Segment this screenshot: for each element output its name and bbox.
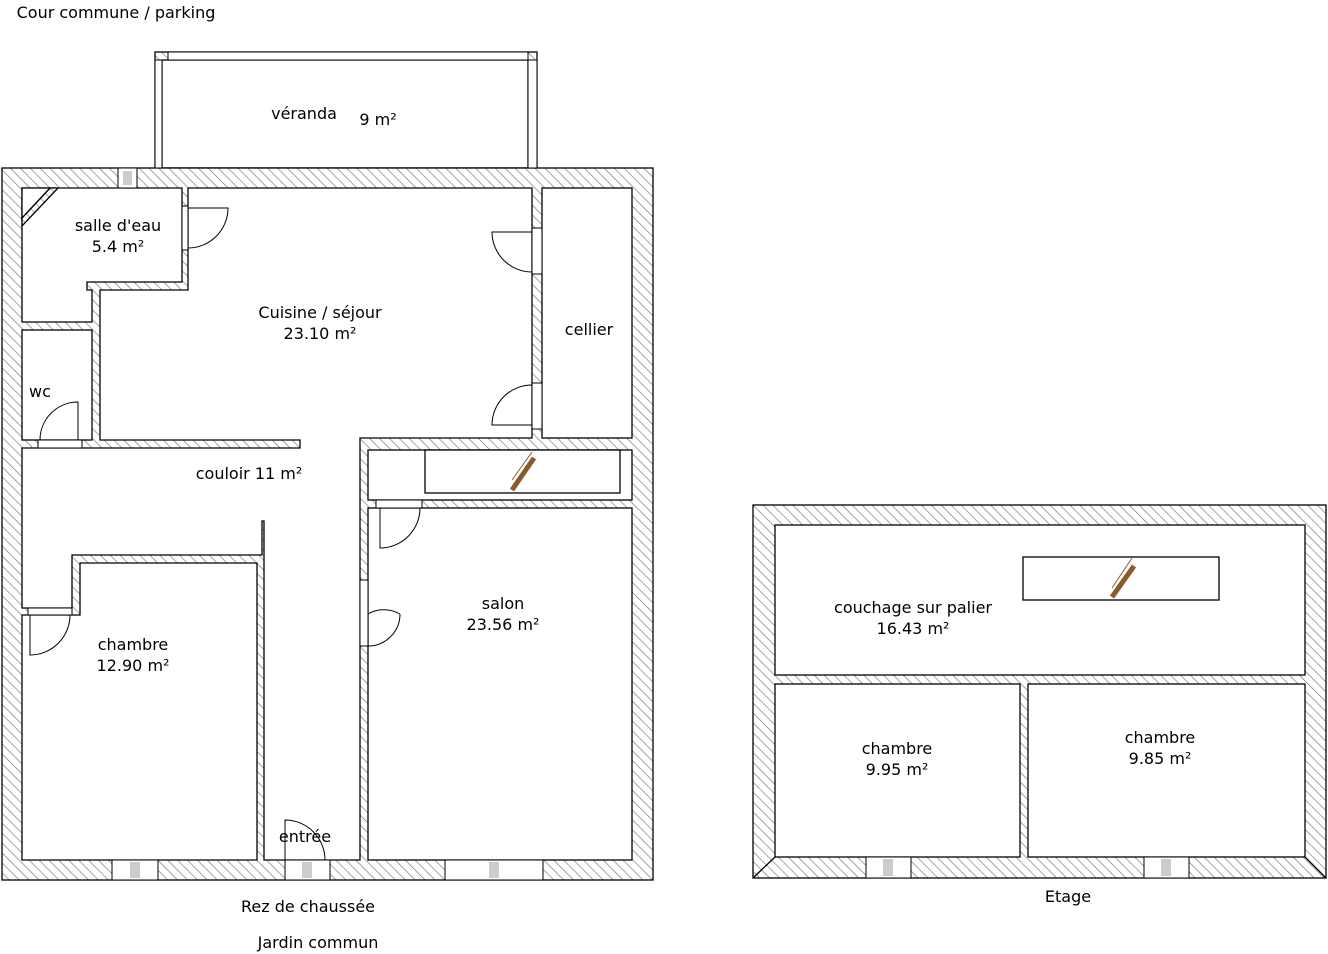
chambre-2-label: chambre 9.85 m² [1125, 727, 1196, 769]
veranda-name: véranda [271, 104, 337, 123]
chambre-1-name: chambre [861, 739, 933, 758]
stairs-icon [509, 451, 537, 492]
wc-room [21, 329, 93, 441]
doors [27, 205, 543, 861]
top-label: Cour commune / parking [16, 3, 216, 22]
chambre-2-name: chambre [1124, 728, 1196, 747]
cuisine-name: Cuisine / séjour [258, 303, 382, 322]
chambre-rdc-name: chambre [97, 635, 169, 654]
bottom-floor-label: Rez de chaussée [240, 897, 376, 916]
palier-label: couchage sur palier 16.43 m² [834, 597, 992, 639]
salle-deau-name: salle d'eau [74, 216, 162, 235]
garden-label: Jardin commun [257, 933, 379, 952]
palier-area: 16.43 m² [876, 619, 950, 638]
ground-floor [1, 51, 654, 881]
salle-deau-label: salle d'eau 5.4 m² [75, 215, 161, 257]
chambre-1-label: chambre 9.95 m² [862, 738, 933, 780]
cuisine-area: 23.10 m² [283, 324, 357, 343]
cuisine-couloir-room [21, 187, 533, 861]
wc-name: wc [29, 382, 51, 401]
corner-closet [21, 187, 52, 220]
chambre-2-room [1027, 683, 1306, 858]
upper-floor-label: Etage [1044, 887, 1092, 906]
chambre-1-area: 9.95 m² [865, 760, 929, 779]
chambre-rdc-label: chambre 12.90 m² [97, 634, 170, 676]
chambre-1-room [774, 683, 1021, 858]
entree-name: entrée [278, 827, 332, 846]
chambre-room [21, 562, 258, 861]
cellier-room [541, 187, 633, 439]
salon-room [367, 507, 633, 861]
upper-stairs-icon [1109, 557, 1137, 599]
palier-name: couchage sur palier [834, 598, 992, 617]
salon-name: salon [481, 594, 525, 613]
cuisine-label: Cuisine / séjour 23.10 m² [258, 302, 381, 344]
cellier-name: cellier [564, 320, 614, 339]
veranda-area: 9 m² [359, 110, 397, 129]
chambre-rdc-area: 12.90 m² [96, 656, 170, 675]
upper-stairs-outline [1022, 556, 1220, 601]
veranda-room [161, 59, 529, 169]
chambre-2-area: 9.85 m² [1128, 749, 1192, 768]
salon-label: salon 23.56 m² [467, 593, 540, 635]
salle-deau-area: 5.4 m² [91, 237, 145, 256]
windows [111, 51, 544, 881]
salon-area: 23.56 m² [466, 615, 540, 634]
couloir-name: couloir 11 m² [195, 464, 303, 483]
upper-floor [752, 504, 1327, 879]
